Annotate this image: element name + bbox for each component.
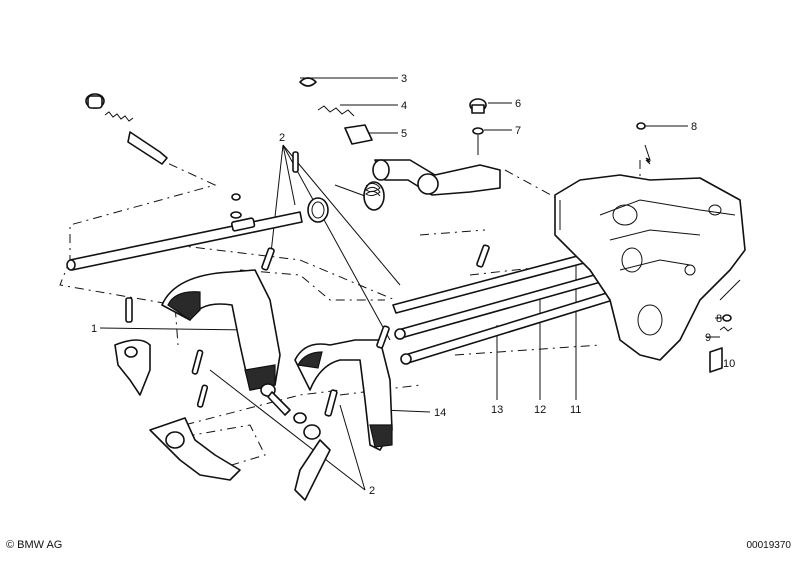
- callout-8-top: 8: [691, 121, 697, 133]
- selector-rods: [392, 244, 614, 365]
- brand-name: BMW AG: [17, 539, 63, 551]
- callout-8-small: 8: [716, 313, 722, 325]
- selector-lever-assembly: [299, 77, 501, 223]
- callout-5: 5: [401, 128, 407, 140]
- callout-labels: 3 4 5 6 7 8 2 1 14 13 12 11 8 9 10 2: [91, 73, 735, 497]
- detent-plunger-assembly: [85, 93, 168, 165]
- diagram-number: 00019370: [746, 540, 792, 551]
- shift-fork-right: [294, 325, 393, 451]
- detent-parts-8-9-10: [709, 314, 733, 373]
- shift-fork-left: [125, 247, 281, 391]
- callout-7: 7: [515, 125, 521, 137]
- center-lines: [59, 154, 641, 471]
- callout-9: 9: [705, 332, 711, 344]
- callout-6: 6: [515, 98, 521, 110]
- transmission-housing: [554, 122, 746, 361]
- callout-12: 12: [534, 404, 546, 416]
- callout-11: 11: [570, 404, 581, 416]
- callout-1: 1: [91, 323, 97, 335]
- callout-4: 4: [401, 100, 407, 112]
- copyright-notice: © BMW AG: [6, 539, 62, 551]
- callout-13: 13: [491, 404, 503, 416]
- callout-10: 10: [723, 358, 735, 370]
- copyright-icon: ©: [6, 539, 15, 551]
- selector-head-left: [114, 339, 151, 396]
- leader-lines: [99, 77, 728, 491]
- selector-head-lower: [149, 349, 241, 481]
- callout-14: 14: [434, 407, 446, 419]
- callout-3: 3: [401, 73, 407, 85]
- bolts-and-bushings: [260, 383, 338, 501]
- long-selector-shaft: [66, 151, 303, 271]
- callout-2-top: 2: [279, 132, 285, 144]
- callout-2-bottom: 2: [369, 485, 375, 497]
